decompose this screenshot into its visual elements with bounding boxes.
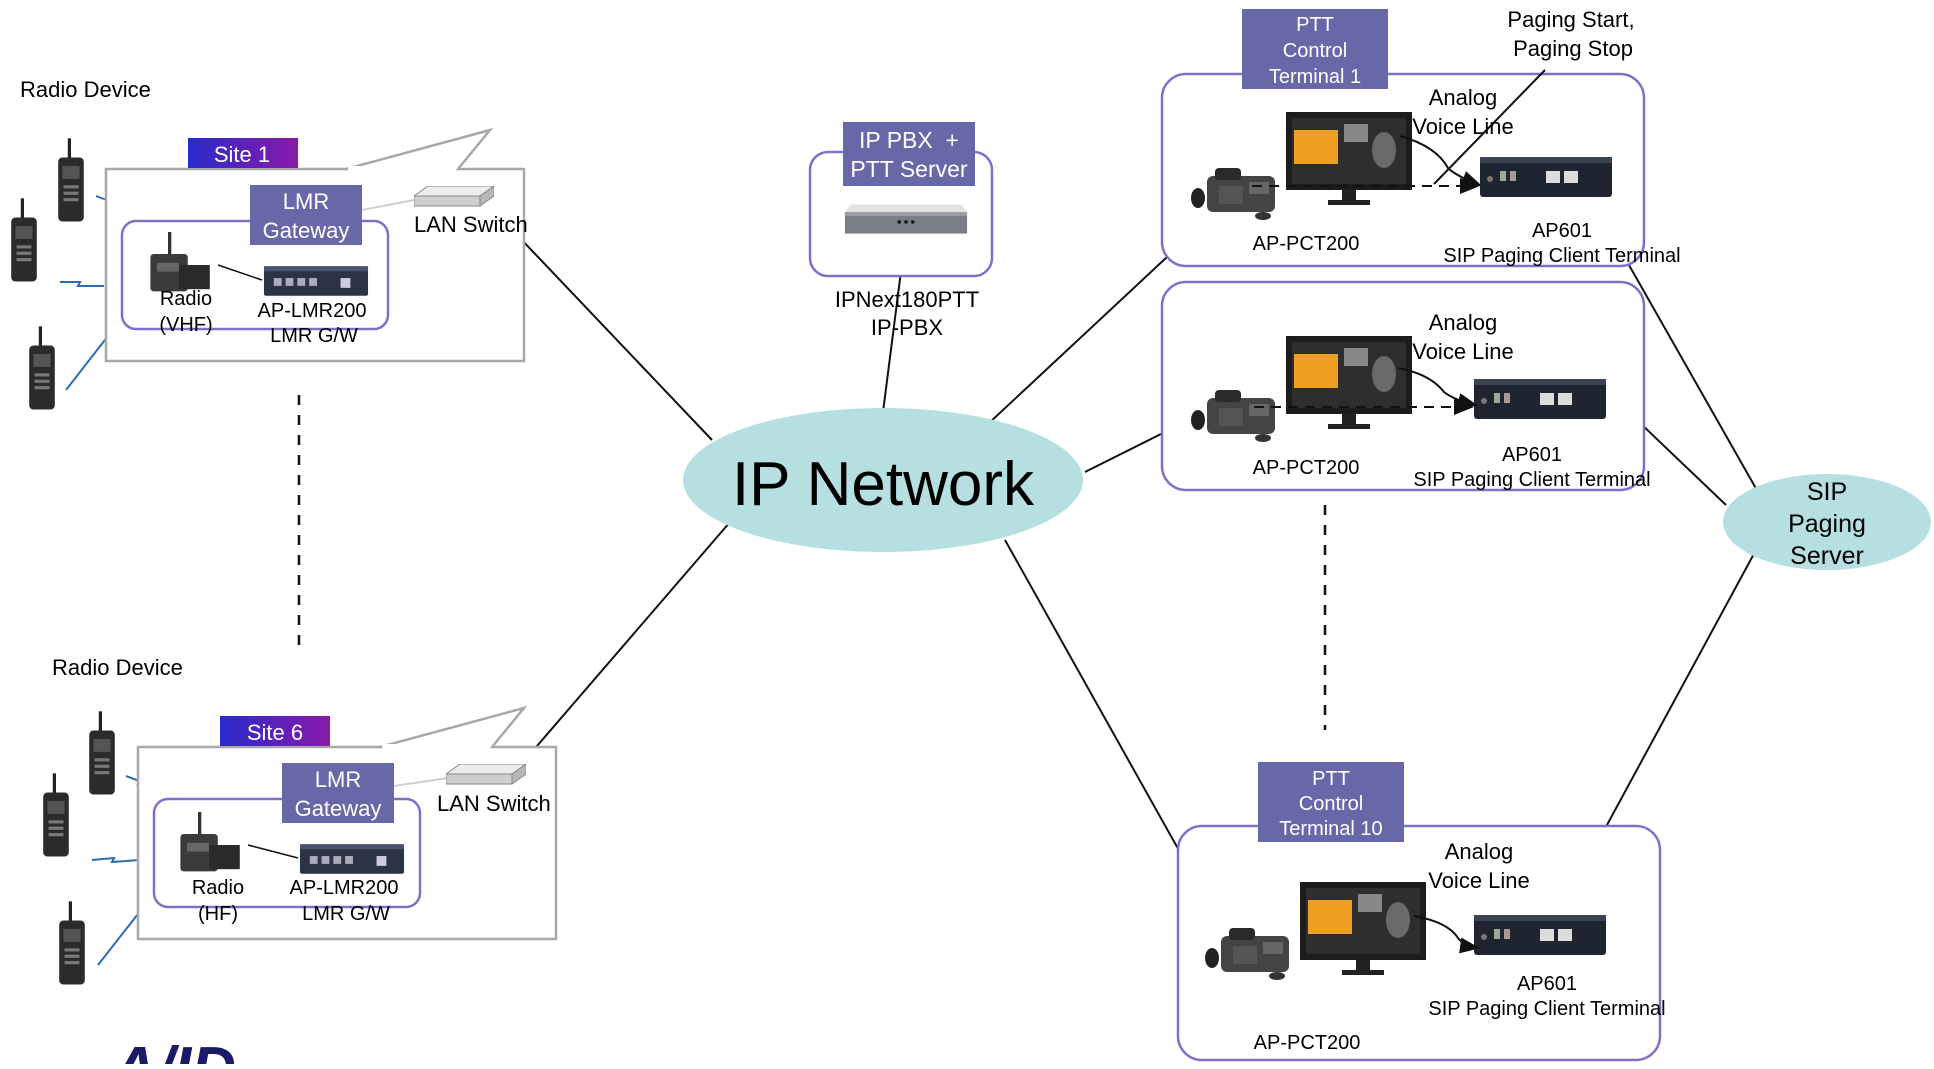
terminal10-client-line2: SIP Paging Client Terminal — [1428, 998, 1665, 1020]
pbx-server-icon — [844, 204, 968, 234]
site6-gateway-tag-line2: Gateway — [295, 796, 382, 821]
pbx-group: IP PBX + PTT Server IPNext180PTT IP-PBX — [808, 122, 994, 340]
handheld-radio-icon — [58, 138, 84, 222]
sip-paging-server: SIP Paging Server — [1723, 474, 1931, 570]
site1-tag-label: Site 1 — [214, 142, 270, 167]
terminal10-pct-label: AP-PCT200 — [1254, 1032, 1361, 1054]
lan-switch-icon — [446, 764, 526, 785]
radio-device-label-site1: Radio Device — [20, 77, 151, 102]
site6-gateway-tag-line1: LMR — [315, 767, 361, 792]
lmr-gateway-device-icon — [263, 266, 369, 296]
site1-gw-line2: LMR G/W — [270, 325, 358, 347]
sip-server-line3: Server — [1790, 542, 1864, 570]
site-1: Radio Device Site 1 LMR Gateway Radio (V… — [11, 77, 528, 410]
site1-radio-line2: (VHF) — [159, 314, 212, 336]
site1-tag — [188, 138, 298, 168]
site1-gateway-tag — [250, 185, 362, 245]
terminal2-client-line1: AP601 — [1502, 444, 1562, 466]
sip-server-ellipse — [1723, 474, 1931, 570]
paging-client-device-icon — [1480, 157, 1612, 197]
ip-network-label: IP Network — [732, 450, 1035, 519]
terminal1-tag — [1242, 9, 1388, 89]
terminal2-voice-line1: Analog — [1429, 310, 1498, 335]
terminal10-client-line1: AP601 — [1517, 973, 1577, 995]
site6-gw-line1: AP-LMR200 — [290, 877, 399, 899]
terminal1-voice-line2: Voice Line — [1412, 114, 1514, 139]
gateway-to-switch-link — [393, 777, 449, 787]
terminal10-tag-line1: PTT — [1312, 768, 1350, 790]
handheld-radio-icon — [43, 773, 69, 857]
terminal1-tag-line2: Control — [1283, 40, 1347, 62]
site1-callout — [345, 127, 494, 171]
site6-gw-line2: LMR G/W — [302, 903, 390, 925]
analog-voice-line — [1413, 915, 1480, 954]
ip-network-ellipse — [683, 408, 1083, 552]
site1-gateway-tag-line2: Gateway — [263, 218, 350, 243]
link-site6-switch — [511, 521, 731, 776]
site6-callout — [379, 705, 528, 749]
handheld-radio-icon — [29, 326, 55, 410]
terminal1-voice-line1: Analog — [1429, 85, 1498, 110]
sip-server-line2: Paging — [1788, 510, 1866, 538]
site6-radio-line2: (HF) — [198, 903, 238, 925]
site6-switch-label: LAN Switch — [437, 791, 551, 816]
paging-client-device-icon — [1474, 379, 1606, 419]
terminal2-voice-line2: Voice Line — [1412, 339, 1514, 364]
terminal1-tag-line3: Terminal 1 — [1269, 66, 1361, 88]
radio-to-gateway-link — [217, 264, 263, 281]
terminal2-client-line2: SIP Paging Client Terminal — [1413, 469, 1650, 491]
ptt-terminal-1: PTT Control Terminal 1 Analog Voice Line… — [1160, 9, 1681, 268]
link-site1-switch — [499, 216, 713, 441]
pbx-tag — [843, 122, 975, 186]
ptt-terminal-2: Analog Voice Line AP-PCT200 AP601 SIP Pa… — [1160, 280, 1651, 492]
site6-tag — [220, 716, 330, 746]
gateway-to-switch-link — [361, 199, 415, 211]
ip-network: IP Network — [683, 408, 1083, 552]
site6-tag-label: Site 6 — [247, 720, 303, 745]
pbx-name-line1: IPNext180PTT — [835, 287, 979, 312]
handheld-radio-icon — [59, 901, 85, 985]
terminal1-client-line2: SIP Paging Client Terminal — [1443, 245, 1680, 267]
terminal10-tag — [1258, 762, 1404, 842]
site-6: Radio Device Site 6 LMR Gateway Radio (H… — [43, 655, 558, 985]
paging-note-pointer — [1433, 69, 1546, 185]
terminal1-tag-line1: PTT — [1296, 14, 1334, 36]
pbx-tag-line2: PTT Server — [850, 156, 967, 182]
paging-note-line2: Paging Stop — [1513, 36, 1633, 61]
terminal1-client-line1: AP601 — [1532, 220, 1592, 242]
terminal10-voice-line1: Analog — [1445, 839, 1514, 864]
radio-to-gateway-link — [247, 844, 299, 859]
handheld-radio-icon — [11, 198, 37, 282]
terminal10-voice-line2: Voice Line — [1428, 868, 1530, 893]
paging-note-line1: Paging Start, — [1507, 7, 1634, 32]
pbx-name-line2: IP-PBX — [871, 315, 943, 340]
terminal1-pct-label: AP-PCT200 — [1253, 233, 1360, 255]
lan-switch-icon — [414, 186, 494, 207]
sip-server-line1: SIP — [1807, 478, 1847, 506]
terminal10-tag-line2: Control — [1299, 793, 1363, 815]
handheld-radio-icon — [89, 711, 115, 795]
terminal10-tag-line3: Terminal 10 — [1279, 818, 1382, 840]
company-logo: A/ID — [110, 1035, 236, 1064]
terminal2-pct-label: AP-PCT200 — [1253, 457, 1360, 479]
paging-client-device-icon — [1474, 915, 1606, 955]
site6-callout-cover — [382, 744, 490, 749]
site1-callout-cover — [348, 166, 456, 171]
ptt-terminal-10: PTT Control Terminal 10 Analog Voice Lin… — [1176, 762, 1666, 1062]
lmr-gateway-device-icon — [299, 844, 405, 874]
site1-gw-line1: AP-LMR200 — [258, 300, 367, 322]
site1-switch-label: LAN Switch — [414, 212, 528, 237]
pbx-tag-line1: IP PBX + — [859, 127, 959, 153]
site1-radio-line1: Radio — [160, 288, 212, 310]
radio-device-label-site6: Radio Device — [52, 655, 183, 680]
site6-radio-line1: Radio — [192, 877, 244, 899]
site1-gateway-tag-line1: LMR — [283, 189, 329, 214]
site6-gateway-tag — [282, 763, 394, 823]
